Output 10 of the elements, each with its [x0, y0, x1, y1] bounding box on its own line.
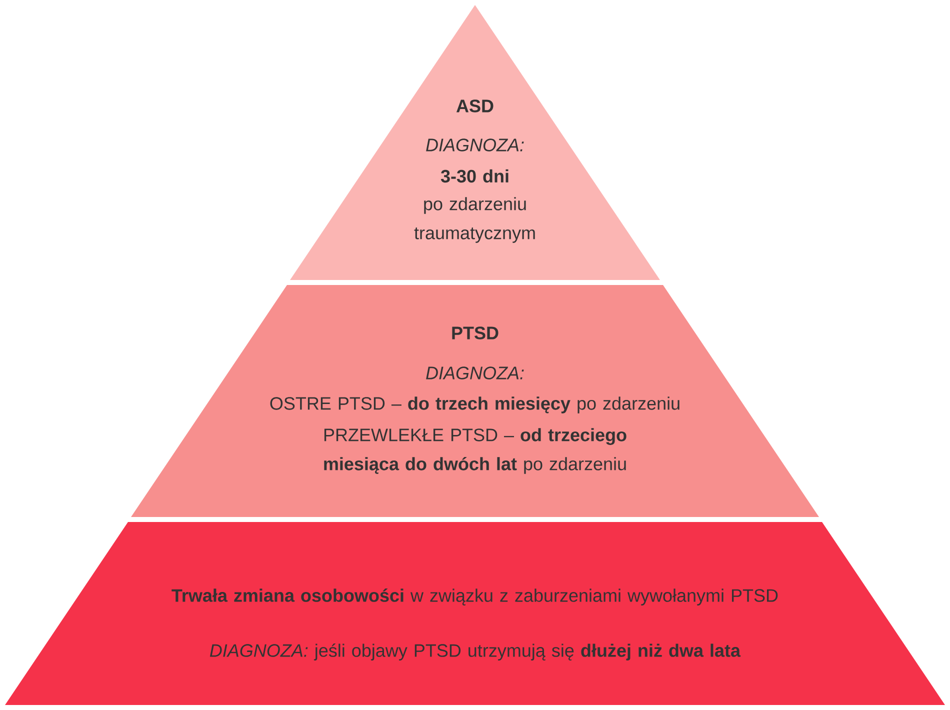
- description-text: Trwała zmiana osobowości w związku z zaburzeniami wywołanymi PTSD: [172, 588, 778, 606]
- diagnosis-label: DIAGNOZA:: [426, 366, 524, 380]
- description-text: DIAGNOZA: jeśli objawy PTSD utrzymują się dłużej niż dwa lata: [210, 644, 741, 660]
- description-text: OSTRE PTSD – do trzech miesięcy po zdarzeniu: [270, 396, 680, 414]
- tier-heading: PTSD: [452, 326, 498, 340]
- duration-text: 3-30 dni: [440, 169, 508, 183]
- tier-heading: ASD: [456, 100, 494, 112]
- diagnosis-label: DIAGNOZA:: [426, 138, 524, 152]
- description-text: po zdarzeniu traumatycznym: [414, 197, 535, 243]
- description-text: PRZEWLEKŁE PTSD – od trzeciego miesiąca do dwóch lat po zdarzeniu: [324, 428, 626, 474]
